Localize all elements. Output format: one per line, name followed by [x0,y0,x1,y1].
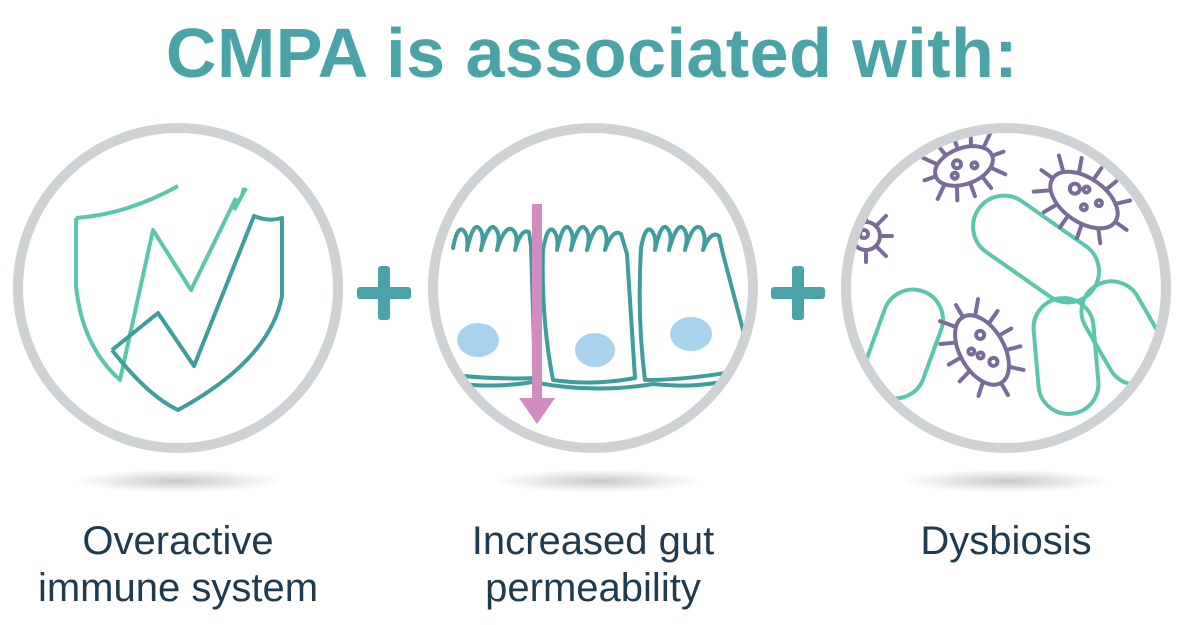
caption-line: Overactive [82,519,274,563]
panel-dysbiosis [836,118,1176,508]
plus-icon-1 [357,266,411,320]
shield-lightning-icon [74,184,284,412]
downward-arrow-icon [519,204,555,424]
page-title: CMPA is associated with: [165,14,1019,92]
plus-icon-2 [771,266,825,320]
caption-gut-permeability: Increased gut permeability [423,518,763,612]
caption-line: immune system [37,566,319,610]
caption-line: Increased gut [471,519,715,563]
gut-shadow [498,470,698,492]
nucleus-icons [457,317,712,367]
dysbiosis-circle [841,123,1171,453]
panel-immune-system [8,118,348,508]
dysbiosis-shadow [906,470,1106,492]
caption-line: permeability [485,566,701,610]
gut-circle [428,123,758,453]
gut-cells-icon [438,225,748,391]
caption-line: Dysbiosis [920,519,1092,563]
caption-immune-system: Overactive immune system [8,518,348,612]
panel-gut-permeability [423,118,763,508]
immune-circle [13,123,343,453]
immune-shadow [78,470,278,492]
bacteria-icon [851,133,1161,416]
caption-dysbiosis: Dysbiosis [836,518,1176,565]
